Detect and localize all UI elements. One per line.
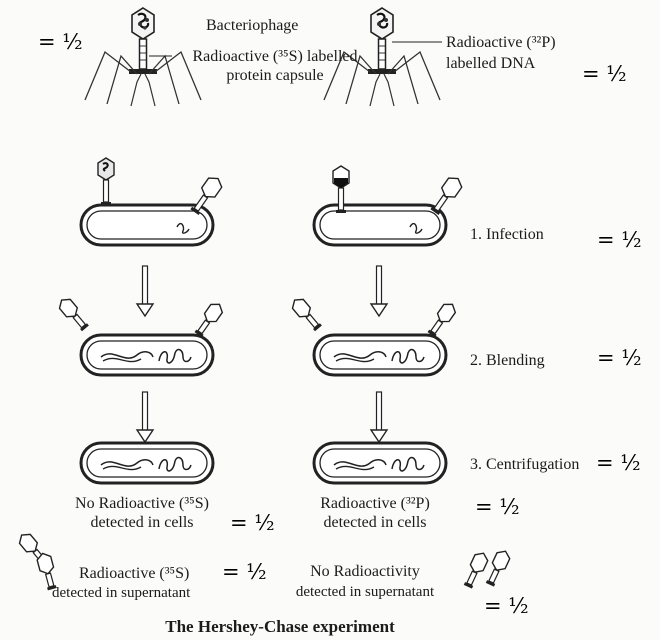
- supernatant-ghost-right-a: [460, 549, 491, 591]
- phage-s35: [84, 7, 202, 107]
- step-infection-label: 1. Infection: [470, 226, 544, 243]
- left-supernatant-label-line2: detected in supernatant: [52, 585, 191, 601]
- blending-ghost-left-a: [55, 294, 92, 334]
- mark-top-left: = ½: [38, 30, 83, 54]
- arrow-right-1: [370, 265, 388, 317]
- mark-infection: = ½: [597, 228, 642, 252]
- mark-centrifugation: = ½: [596, 451, 641, 475]
- centrifugation-cell-right: [312, 441, 448, 485]
- p32-dna-label-line1: Radioactive (³²P): [446, 34, 556, 51]
- right-cells-label-line1: Radioactive (³²P): [320, 495, 430, 512]
- mark-left-cells: = ½: [230, 511, 275, 535]
- mark-blending: = ½: [597, 346, 642, 370]
- s35-capsule-label-line2: protein capsule: [226, 67, 324, 84]
- figure-caption: The Hershey-Chase experiment: [165, 617, 395, 636]
- mark-p32-dna: = ½: [582, 62, 627, 86]
- infection-phage-left-a: [97, 157, 115, 205]
- right-cells-label-line2: detected in cells: [323, 514, 427, 531]
- phage-p32: [323, 7, 441, 107]
- left-cells-label-line1: No Radioactive (³⁵S): [75, 495, 209, 512]
- blending-cell-left: [79, 333, 215, 377]
- supernatant-ghost-right-b: [482, 547, 513, 589]
- right-supernatant-label-line1: No Radioactivity: [310, 563, 420, 580]
- mark-right-cells: = ½: [475, 495, 520, 519]
- s35-capsule-label-line1: Radioactive (³⁵S) labelled: [192, 48, 358, 65]
- infection-phage-right-a: [332, 165, 350, 213]
- infection-cell-right: [312, 203, 448, 247]
- blending-cell-right: [312, 333, 448, 377]
- arrow-right-2: [370, 391, 388, 443]
- arrow-left-1: [136, 265, 154, 317]
- p32-dna-label-line2: labelled DNA: [446, 55, 536, 72]
- infection-cell-left: [79, 203, 215, 247]
- infection-phage-right-b: [427, 173, 466, 218]
- blending-ghost-right-a: [288, 294, 325, 334]
- step-centrifugation-label: 3. Centrifugation: [470, 456, 580, 473]
- step-blending-label: 2. Blending: [470, 352, 545, 369]
- left-supernatant-label-line1: Radioactive (³⁵S): [79, 565, 190, 582]
- mark-left-supernatant: = ½: [222, 560, 267, 584]
- left-cells-label-line2: detected in cells: [90, 514, 194, 531]
- arrow-left-2: [136, 391, 154, 443]
- blending-ghost-right-b: [424, 299, 459, 340]
- mark-right-supernatant: = ½: [484, 594, 529, 618]
- centrifugation-cell-left: [79, 441, 215, 485]
- bacteriophage-label: Bacteriophage: [206, 17, 299, 34]
- blending-ghost-left-b: [191, 299, 226, 340]
- right-supernatant-label-line2: detected in supernatant: [295, 584, 435, 600]
